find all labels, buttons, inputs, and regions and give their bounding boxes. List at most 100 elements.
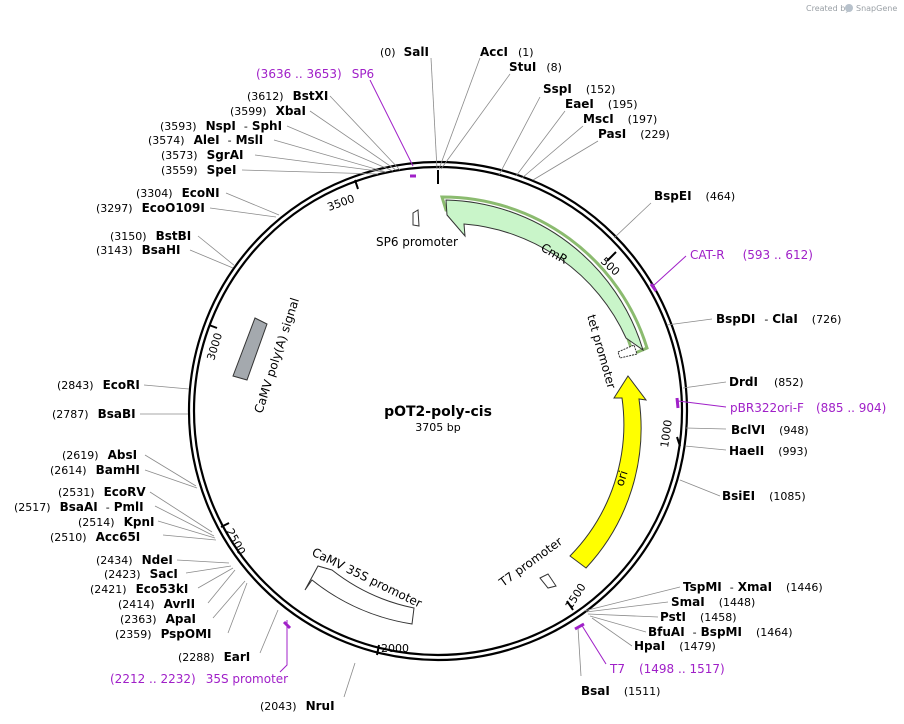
enzyme-smai[interactable]: SmaI(1448) bbox=[671, 595, 755, 609]
primer-leader-pbr322ori-f bbox=[677, 400, 727, 408]
enzyme-msci[interactable]: MscI(197) bbox=[583, 112, 657, 126]
enzyme-haeii[interactable]: HaeII(993) bbox=[729, 444, 808, 458]
camv-polya-signal-label: CaMV poly(A) signal bbox=[252, 296, 303, 415]
tick-2000-mark bbox=[376, 644, 380, 656]
leader-bspdi bbox=[666, 318, 713, 326]
enzyme-ecori[interactable]: (2843)EcoRI bbox=[57, 378, 140, 392]
primer-leader-sp6 bbox=[369, 79, 414, 167]
leader-bstxi bbox=[329, 95, 401, 171]
enzyme-bsahi[interactable]: (3143)BsaHI bbox=[96, 243, 180, 257]
enzyme-saci[interactable]: (2423)SacI bbox=[104, 567, 178, 581]
enzyme-xbai[interactable]: (3599)XbaI bbox=[230, 104, 306, 118]
tick-3000: 3000 bbox=[204, 331, 225, 362]
plasmid-size: 3705 bp bbox=[415, 421, 460, 434]
tick-1000-mark bbox=[676, 436, 681, 447]
enzyme-sgrai[interactable]: (3573)SgrAI bbox=[161, 148, 243, 162]
enzyme-bfuai-bspmi[interactable]: BfuAI-BspMI(1464) bbox=[648, 625, 793, 639]
enzyme-bsai[interactable]: BsaI(1511) bbox=[581, 684, 660, 698]
enzyme-econi[interactable]: (3304)EcoNI bbox=[136, 186, 220, 200]
leader-ndei bbox=[176, 559, 230, 564]
enzyme-absi[interactable]: (2619)AbsI bbox=[62, 448, 137, 462]
leader-eaei bbox=[515, 110, 566, 177]
leader-bclvi bbox=[685, 427, 727, 430]
snapgene-credit: Created by SnapGene bbox=[806, 4, 897, 13]
camv-35s-promoter-arrow bbox=[304, 565, 415, 625]
ori-arrow bbox=[569, 375, 648, 569]
enzyme-stui[interactable]: StuI(8) bbox=[509, 60, 562, 74]
enzyme-pasi[interactable]: PasI(229) bbox=[598, 127, 670, 141]
tick-3000-mark bbox=[208, 324, 218, 329]
primer-leader-35s bbox=[279, 620, 288, 673]
leader-eco53ki bbox=[197, 567, 234, 589]
enzyme-ecorv[interactable]: (2531)EcoRV bbox=[58, 485, 146, 499]
leader-sspi bbox=[498, 96, 541, 176]
enzyme-nspi-sphi[interactable]: (3593)NspI-SphI bbox=[160, 119, 282, 133]
leader-ecorv bbox=[149, 491, 213, 533]
enzyme-spei[interactable]: (3559)SpeI bbox=[161, 163, 236, 177]
enzyme-eco53ki[interactable]: (2421)Eco53kI bbox=[90, 582, 188, 596]
enzyme-eco0109i[interactable]: (3297)EcoO109I bbox=[96, 201, 205, 215]
ori-label: ori bbox=[613, 469, 631, 488]
enzyme-drdi[interactable]: DrdI(852) bbox=[729, 375, 804, 389]
enzyme-sali[interactable]: (0)SalI bbox=[380, 45, 429, 59]
leader-pspomi bbox=[227, 582, 248, 634]
enzyme-kpni[interactable]: (2514)KpnI bbox=[78, 515, 154, 529]
leader-smai bbox=[585, 601, 669, 613]
tick-2000: 2000 bbox=[381, 642, 409, 655]
enzyme-hpai[interactable]: HpaI(1479) bbox=[634, 639, 716, 653]
leader-bamhi bbox=[144, 469, 198, 489]
primer-leader-lines bbox=[279, 79, 727, 673]
leader-avrii bbox=[207, 569, 236, 604]
primer-sp6[interactable]: (3636 .. 3653)SP6 bbox=[256, 67, 374, 81]
enzyme-bclvi[interactable]: BclVI(948) bbox=[731, 423, 809, 437]
enzyme-alei-msli[interactable]: (3574)AleI-MslI bbox=[148, 133, 263, 147]
leader-bstbi bbox=[197, 235, 236, 267]
enzyme-labels: (0)SalI AccI(1) StuI(8) SspI(152) EaeI(1… bbox=[14, 45, 841, 713]
primer-35s-promoter[interactable]: (2212 .. 2232)35S promoter bbox=[110, 672, 288, 686]
enzyme-pspomi[interactable]: (2359)PspOMI bbox=[115, 627, 212, 641]
cmr-arrow bbox=[445, 199, 644, 352]
enzyme-bsiei[interactable]: BsiEI(1085) bbox=[722, 489, 806, 503]
leader-drdi bbox=[682, 381, 727, 389]
enzyme-apai[interactable]: (2363)ApaI bbox=[120, 612, 196, 626]
sp6-promoter-arrow bbox=[412, 209, 420, 227]
enzyme-acci[interactable]: AccI(1) bbox=[480, 45, 534, 59]
enzyme-bstxi[interactable]: (3612)BstXI bbox=[247, 89, 328, 103]
enzyme-eaei[interactable]: EaeI(195) bbox=[565, 97, 638, 111]
leader-absi bbox=[144, 454, 197, 487]
leader-ecori bbox=[143, 384, 190, 390]
enzyme-bsabi[interactable]: (2787)BsaBI bbox=[52, 407, 136, 421]
primer-mark-pbr322ori-f bbox=[675, 397, 680, 409]
primer-cat-r[interactable]: CAT-R(593 .. 612) bbox=[690, 248, 813, 262]
enzyme-bstbi[interactable]: (3150)BstBI bbox=[110, 229, 191, 243]
enzyme-ndei[interactable]: (2434)NdeI bbox=[96, 553, 173, 567]
backbone-inner bbox=[192, 165, 684, 657]
enzyme-acc65i[interactable]: (2510)Acc65I bbox=[50, 530, 140, 544]
primer-t7[interactable]: T7(1498 .. 1517) bbox=[609, 662, 725, 676]
enzyme-bspdi-clai[interactable]: BspDI-ClaI(726) bbox=[716, 312, 841, 326]
enzyme-bsaai-pmli[interactable]: (2517)BsaAI-PmlI bbox=[14, 500, 144, 514]
enzyme-sspi[interactable]: SspI(152) bbox=[543, 82, 615, 96]
credit-prefix: Created by bbox=[806, 4, 850, 13]
enzyme-bamhi[interactable]: (2614)BamHI bbox=[50, 463, 140, 477]
enzyme-nrui[interactable]: (2043)NruI bbox=[260, 699, 335, 713]
primer-mark-t7 bbox=[574, 622, 585, 631]
enzyme-tspmi-xmai[interactable]: TspMI-XmaI(1446) bbox=[683, 580, 823, 594]
t7-promoter-label: T7 promoter bbox=[496, 534, 565, 590]
leader-bfuai bbox=[589, 615, 647, 633]
enzyme-psti[interactable]: PstI(1458) bbox=[660, 610, 737, 624]
leader-sgrai bbox=[254, 154, 386, 173]
tick-500-mark bbox=[606, 251, 617, 262]
enzyme-bspei[interactable]: BspEI(464) bbox=[654, 189, 735, 203]
enzyme-eari[interactable]: (2288)EarI bbox=[178, 650, 250, 664]
leader-nrui bbox=[343, 662, 356, 698]
leader-bsai bbox=[577, 627, 582, 677]
primer-pbr322ori-f[interactable]: pBR322ori-F(885 .. 904) bbox=[730, 401, 886, 415]
leader-sali bbox=[430, 57, 438, 170]
enzyme-avrii[interactable]: (2414)AvrII bbox=[118, 597, 195, 611]
camv-polya-signal-box bbox=[232, 317, 268, 381]
leader-tspmi bbox=[583, 586, 681, 612]
leader-stui bbox=[440, 73, 511, 170]
leader-acci bbox=[438, 57, 481, 170]
leader-bsiei bbox=[679, 479, 721, 497]
